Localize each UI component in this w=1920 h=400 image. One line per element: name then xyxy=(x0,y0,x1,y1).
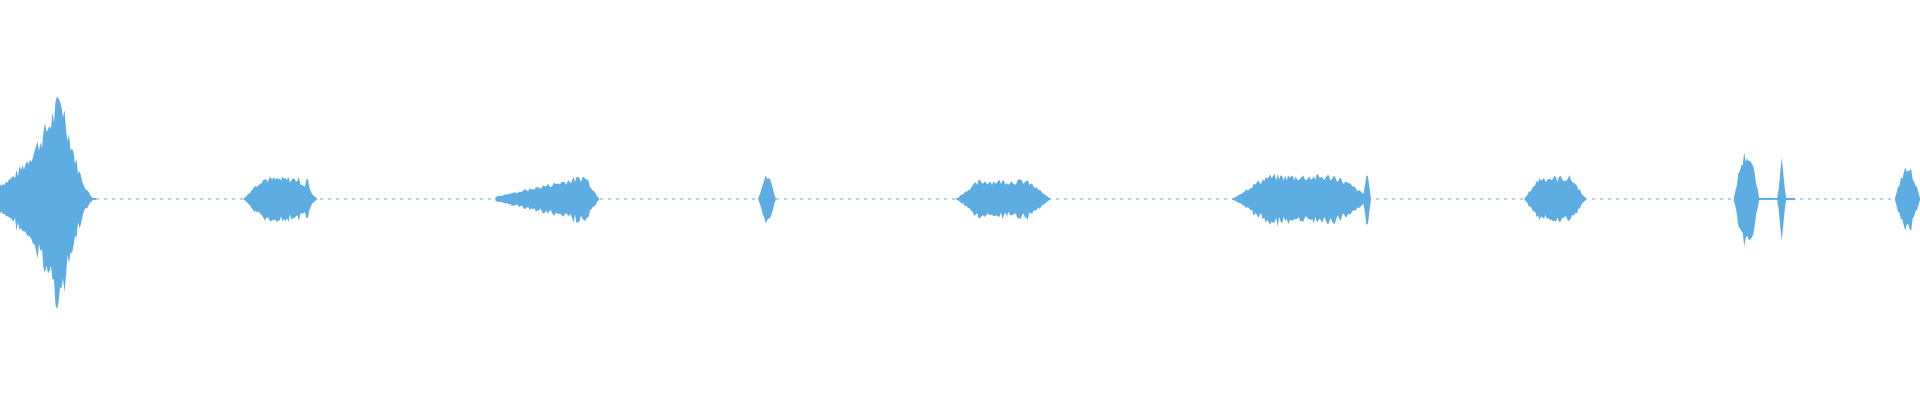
waveform-burst-3 xyxy=(495,176,599,224)
waveform-burst-1 xyxy=(0,96,96,310)
waveform-burst-7 xyxy=(1524,175,1586,222)
waveform-burst-4 xyxy=(758,175,776,224)
waveform-burst-6 xyxy=(1232,173,1371,227)
waveform-burst-9 xyxy=(1895,167,1920,231)
waveform-bursts xyxy=(0,96,1920,310)
waveform-burst-5 xyxy=(956,179,1051,220)
waveform-burst-2 xyxy=(243,176,317,223)
waveform-burst-8 xyxy=(1733,152,1796,247)
